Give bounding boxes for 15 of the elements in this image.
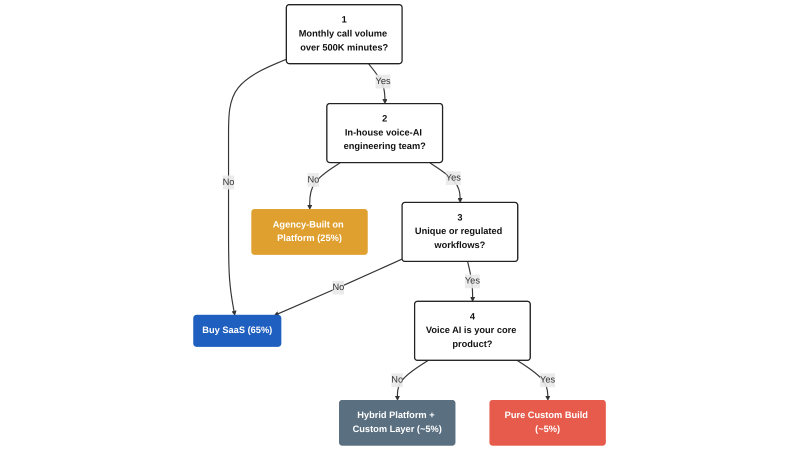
arrow — [430, 162, 464, 203]
edge-label: Yes — [376, 76, 392, 86]
edge-label: No — [332, 282, 345, 292]
edge-label: No — [308, 174, 320, 185]
arrow — [274, 258, 404, 316]
arrow — [228, 58, 288, 316]
edge-label: No — [392, 375, 404, 385]
edge-label: Yes — [540, 375, 556, 385]
arrow — [395, 360, 429, 401]
edge-label: Yes — [446, 172, 462, 183]
arrow — [518, 360, 551, 401]
edge-label: Yes — [465, 276, 480, 286]
edge-label: No — [223, 177, 235, 188]
arrow — [468, 262, 476, 302]
arrow — [308, 162, 341, 210]
